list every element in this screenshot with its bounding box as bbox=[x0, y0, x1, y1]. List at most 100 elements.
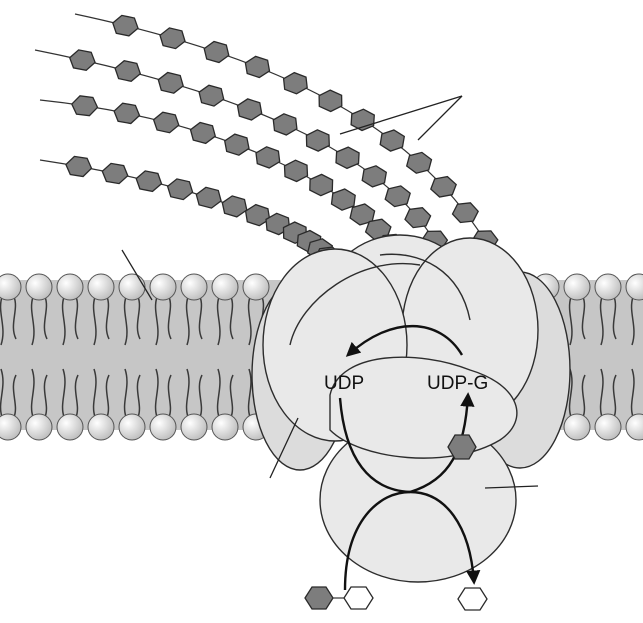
glucose-icon bbox=[244, 55, 271, 79]
lipid-tail bbox=[154, 368, 159, 418]
glucose-icon bbox=[447, 434, 477, 460]
glucose-icon bbox=[114, 59, 142, 83]
lipid-tail bbox=[185, 296, 190, 346]
lipid-tail bbox=[154, 296, 159, 346]
udp-release-arrow bbox=[338, 397, 411, 494]
lipid-tail bbox=[105, 374, 110, 418]
lipid-tail bbox=[167, 374, 172, 418]
lipid-tail bbox=[630, 296, 635, 346]
lipid-tail bbox=[247, 296, 252, 346]
lipid-tail bbox=[599, 296, 604, 346]
lipid-head bbox=[563, 413, 591, 441]
glucose-icon bbox=[361, 165, 388, 188]
lipid-head bbox=[87, 273, 115, 301]
lipid-head bbox=[25, 273, 53, 301]
lipid-tail bbox=[630, 368, 635, 418]
lipid-tail bbox=[123, 296, 128, 346]
glucose-icon bbox=[283, 159, 309, 183]
glucose-icon bbox=[113, 102, 141, 125]
glucose-icon bbox=[335, 146, 360, 170]
lipid-head bbox=[87, 413, 115, 441]
lipid-tail bbox=[599, 368, 604, 418]
lipid-tail bbox=[612, 374, 617, 418]
sucrose-input-arrow bbox=[343, 490, 411, 591]
udp-g-uptake-arrow bbox=[409, 392, 475, 494]
glucose-icon bbox=[166, 178, 194, 201]
lipid-tail bbox=[581, 374, 586, 418]
lipid-head bbox=[563, 273, 591, 301]
lipid-tail bbox=[74, 296, 79, 340]
glucose-icon bbox=[152, 111, 180, 134]
lipid-head bbox=[211, 273, 239, 301]
lipid-tail bbox=[581, 296, 586, 340]
lipid-tail bbox=[61, 296, 66, 346]
glucose-icon bbox=[223, 133, 250, 156]
lipid-head bbox=[594, 413, 622, 441]
glucose-icon bbox=[159, 27, 186, 50]
udp-g-label: UDP-G bbox=[427, 373, 488, 394]
lipid-tail bbox=[229, 296, 234, 340]
cellulose-microfibril bbox=[34, 13, 499, 268]
cellulose-chain bbox=[39, 99, 396, 251]
lipid-tail bbox=[198, 374, 203, 418]
lipid-tail bbox=[105, 296, 110, 340]
lipid-tail bbox=[216, 368, 221, 418]
lipid-tail bbox=[568, 296, 573, 346]
glucose-icon bbox=[304, 586, 334, 610]
cellulose-synthase-complex bbox=[251, 234, 571, 583]
lipid-head bbox=[0, 413, 22, 441]
lipid-tail bbox=[12, 296, 17, 340]
glucose-icon bbox=[112, 14, 139, 37]
lipid-tail bbox=[185, 368, 190, 418]
glucose-icon bbox=[272, 113, 298, 136]
lipid-head bbox=[625, 273, 643, 301]
lipid-tail bbox=[0, 296, 4, 346]
glucose-icon bbox=[305, 129, 330, 152]
lipid-tail bbox=[612, 296, 617, 340]
lipid-tail bbox=[568, 368, 573, 418]
lipid-head bbox=[242, 273, 270, 301]
transfer-arrow bbox=[345, 325, 464, 357]
glucose-icon bbox=[309, 173, 334, 197]
glucose-icon bbox=[157, 71, 184, 94]
lipid-tail bbox=[30, 296, 35, 346]
fructose-output-arrow bbox=[409, 490, 481, 585]
lipid-tail bbox=[216, 296, 221, 346]
callout-leader-membrane bbox=[121, 249, 153, 301]
callout-leader-microfibril bbox=[339, 95, 463, 135]
lipid-tail bbox=[92, 368, 97, 418]
glucose-icon bbox=[189, 121, 217, 145]
lipid-head bbox=[25, 413, 53, 441]
glucose-icon bbox=[405, 151, 433, 174]
lipid-head bbox=[149, 413, 177, 441]
lipid-tail bbox=[229, 374, 234, 418]
lipid-head bbox=[56, 273, 84, 301]
lipid-head bbox=[149, 273, 177, 301]
udp-label: UDP bbox=[324, 373, 364, 394]
lipid-tail bbox=[30, 368, 35, 418]
lipid-tail bbox=[12, 374, 17, 418]
lipid-tail bbox=[136, 296, 141, 340]
lipid-tail bbox=[92, 296, 97, 346]
glucose-icon bbox=[203, 40, 230, 64]
enzyme-active-site bbox=[329, 356, 518, 459]
glucose-icon bbox=[71, 95, 99, 117]
fructose-icon bbox=[343, 586, 374, 610]
lipid-head bbox=[118, 273, 146, 301]
fructose-icon bbox=[457, 587, 488, 611]
lipid-head bbox=[56, 413, 84, 441]
lipid-head bbox=[211, 413, 239, 441]
lipid-tail bbox=[43, 296, 48, 340]
callout-leader-sucrose-synthase bbox=[484, 485, 539, 489]
callout-leader-microfibril bbox=[417, 95, 463, 141]
glucose-icon bbox=[379, 129, 406, 152]
callout-leader-enzyme bbox=[269, 417, 299, 479]
glucose-icon bbox=[65, 155, 93, 178]
lipid-tail bbox=[198, 296, 203, 340]
lipid-tail bbox=[61, 368, 66, 418]
lipid-head bbox=[180, 413, 208, 441]
lipid-tail bbox=[247, 368, 252, 418]
lipid-tail bbox=[167, 296, 172, 340]
glucose-icon bbox=[430, 175, 457, 198]
